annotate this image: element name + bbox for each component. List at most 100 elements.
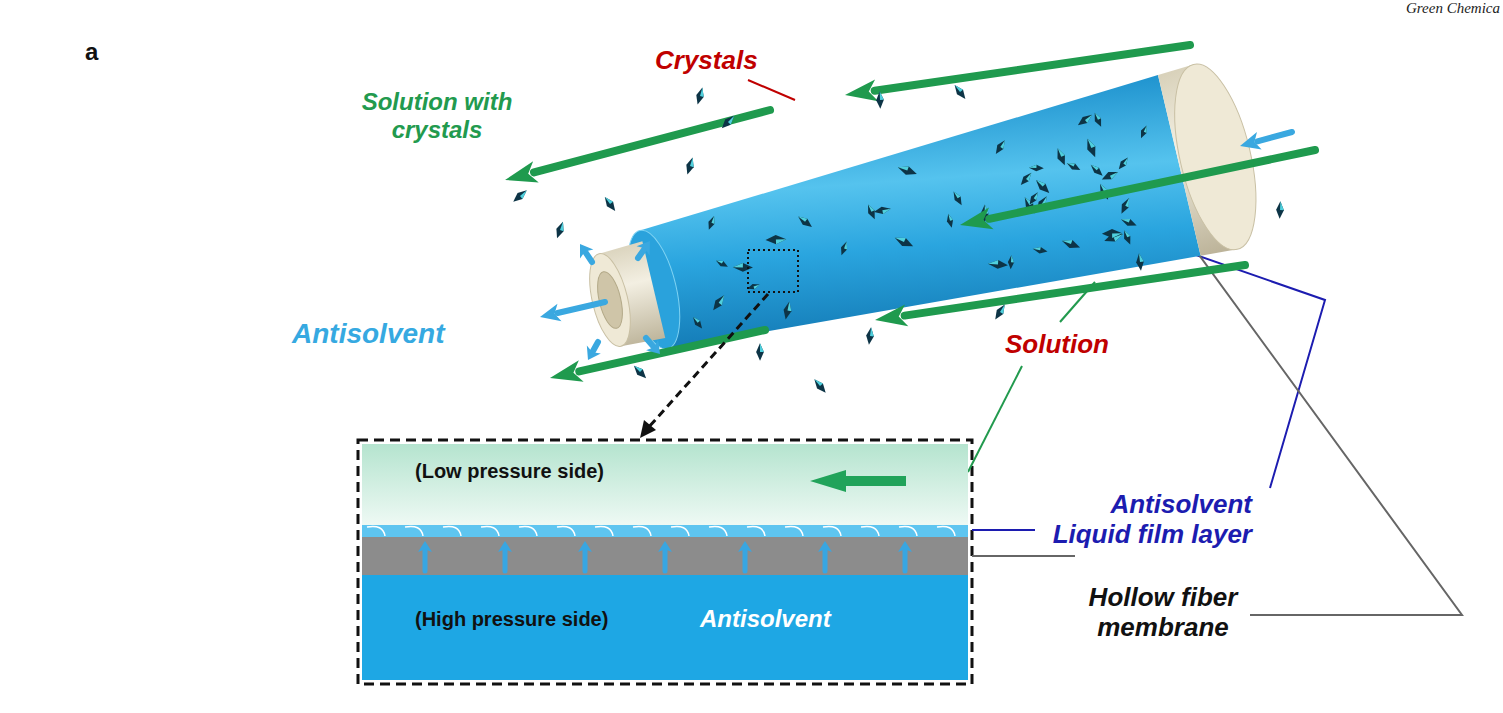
permeation-arrow <box>818 541 832 571</box>
film-curl <box>747 526 765 536</box>
crystal-facet <box>1123 158 1130 166</box>
crystal <box>1033 177 1052 196</box>
band-text: Antisolvent <box>700 605 831 633</box>
crystal <box>1100 168 1120 183</box>
flow-arrow-shaft <box>534 110 770 172</box>
flow-arrow-shaft <box>579 330 765 371</box>
crystal-facet <box>760 343 764 352</box>
permeation-arrow-head <box>658 541 672 552</box>
crystal-facet <box>814 377 823 386</box>
permeation-arrow-head <box>498 541 512 552</box>
crystal <box>838 240 849 256</box>
antisolvent-arrow-head <box>540 304 562 322</box>
crystal <box>896 163 918 178</box>
crystal <box>719 113 737 131</box>
antisolvent-arrow-shaft <box>1257 132 1292 141</box>
crystal <box>706 215 717 231</box>
crystal <box>733 263 753 272</box>
crystal-facet <box>1085 115 1094 123</box>
crystal <box>992 303 1008 322</box>
crystal-facet <box>1034 192 1041 200</box>
crystal-facet <box>895 234 906 242</box>
crystal <box>691 315 705 330</box>
crystal-facet <box>693 315 700 323</box>
crystal <box>1135 253 1145 271</box>
crystal-facet <box>634 363 643 372</box>
crystal-facet <box>798 214 807 222</box>
crystal <box>1029 165 1044 172</box>
journal-name: Green Chemica <box>1406 0 1500 17</box>
crystal <box>865 327 875 345</box>
crystal <box>715 258 730 269</box>
crystal <box>1032 246 1048 255</box>
radial-arrow <box>587 342 601 360</box>
flow-arrows-front <box>511 83 1315 396</box>
crystal <box>719 113 737 131</box>
permeation-arrow-head <box>738 541 752 552</box>
radial-arrow-shaft <box>593 342 598 351</box>
band-text: (High pressure side) <box>415 608 608 631</box>
crystal-facet <box>1095 111 1101 119</box>
crystal <box>553 220 566 239</box>
crystal-facet <box>560 222 567 232</box>
crystal <box>1076 112 1095 129</box>
permeation-arrow-shaft <box>823 550 828 571</box>
crystal-facet <box>988 259 998 264</box>
radial-arrow-shaft <box>586 252 592 262</box>
crystal-facet <box>1033 246 1041 251</box>
permeation-arrow-head <box>818 541 832 552</box>
panel-letter: a <box>85 38 98 66</box>
crystal <box>733 263 753 272</box>
crystal <box>694 86 706 105</box>
crystal-facet <box>520 190 529 199</box>
crystal <box>1065 160 1082 173</box>
film-curl <box>595 526 613 536</box>
crystal <box>782 301 794 320</box>
crystal <box>511 187 529 204</box>
crystal-facet <box>776 239 787 244</box>
membrane-wall <box>362 537 968 575</box>
tube-bore <box>593 269 627 330</box>
flow-arrow <box>875 265 1245 326</box>
crystal-facet <box>711 216 717 224</box>
film-curl <box>633 526 651 536</box>
flow-direction-arrow <box>810 470 906 492</box>
permeation-arrow <box>738 541 752 571</box>
permeation-arrow-shaft <box>903 550 908 571</box>
crystal <box>710 293 727 313</box>
crystal <box>782 301 794 320</box>
radial-arrow-head <box>637 241 650 255</box>
crystal <box>1083 137 1099 159</box>
flow-arrow <box>960 150 1315 229</box>
crystal <box>1120 216 1138 229</box>
crystal <box>893 234 915 250</box>
crystal <box>1029 165 1044 172</box>
crystal <box>715 258 730 269</box>
crystal <box>1027 190 1041 206</box>
crystal-facet <box>1124 229 1130 237</box>
crystal <box>684 156 697 175</box>
crystal-facet <box>787 302 793 312</box>
crystal <box>1116 156 1130 172</box>
permeation-arrow <box>418 541 432 571</box>
crystal <box>694 86 706 105</box>
crystal <box>1121 229 1133 246</box>
crystal-facet <box>1280 201 1284 210</box>
permeation-arrow <box>578 541 592 571</box>
permeation-arrow-head <box>898 541 912 552</box>
crystal <box>1092 111 1105 128</box>
flow-arrow <box>550 330 765 382</box>
crystal-facet <box>1121 216 1130 223</box>
part-label: Solution <box>1005 330 1109 360</box>
tube-end-face <box>1159 56 1271 257</box>
film-curl <box>899 526 917 536</box>
band-text: (Low pressure side) <box>415 460 604 483</box>
crystal <box>756 343 764 361</box>
permeation-arrow-shaft <box>583 550 588 571</box>
film-curl <box>785 526 803 536</box>
permeation-arrow-head <box>418 541 432 552</box>
crystal-facet <box>844 242 850 250</box>
crystal <box>1032 246 1048 255</box>
permeation-arrow-shaft <box>663 550 668 571</box>
crystal-facet <box>719 295 728 305</box>
